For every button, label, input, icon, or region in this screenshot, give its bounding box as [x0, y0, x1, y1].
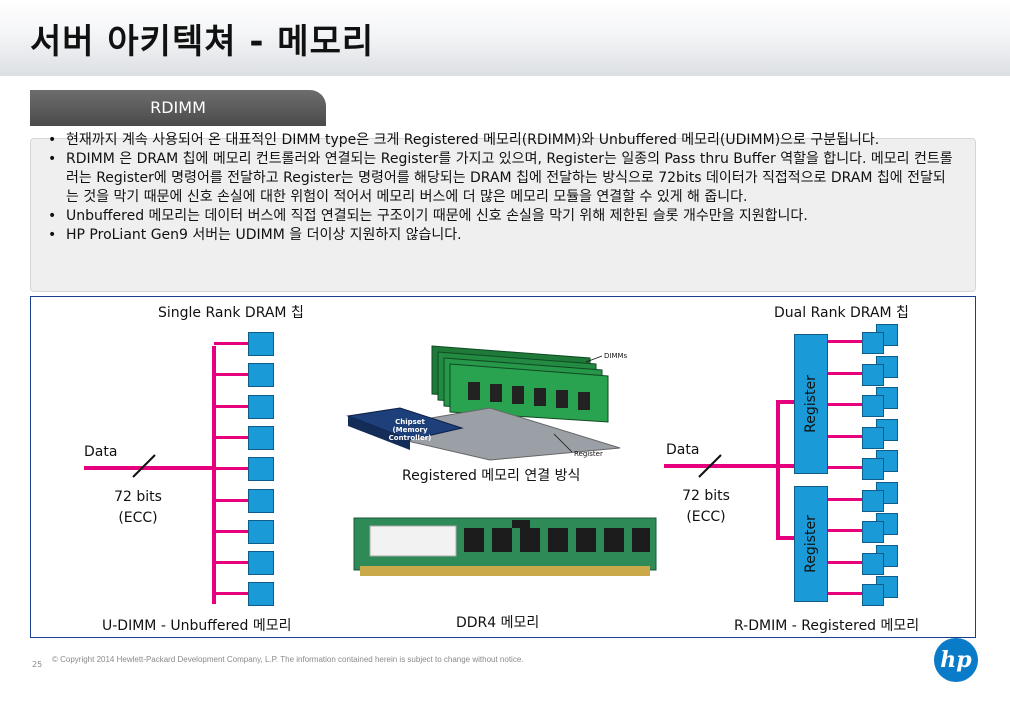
udimm-dram-chip [248, 332, 274, 356]
udimm-data-line [84, 466, 212, 470]
title-bar [0, 0, 1010, 76]
udimm-chip-link [214, 435, 248, 439]
udimm-dram-chip [248, 582, 274, 607]
hp-logo: hp [934, 638, 978, 682]
udimm-dram-chip [248, 457, 274, 482]
section-tab-rdimm: RDIMM [30, 90, 326, 126]
ddr4-caption: DDR4 메모리 [456, 615, 540, 631]
chipset-block [346, 407, 464, 441]
rdimm-dram-chip-rank1 [862, 521, 884, 543]
copyright-notice: © Copyright 2014 Hewlett-Packard Develop… [52, 655, 524, 664]
udimm-chip-link [214, 404, 248, 408]
rdimm-chip-link [828, 340, 862, 343]
page-number: 25 [32, 660, 43, 669]
rdimm-caption: R-DMIM - Registered 메모리 [734, 618, 920, 634]
udimm-dram-chip [248, 488, 274, 513]
rdimm-dram-chip-rank1 [862, 489, 884, 512]
rdimm-split-line [776, 400, 780, 540]
bullet-item: RDIMM 은 DRAM 칩에 메모리 컨트롤러와 연결되는 Register를… [48, 150, 958, 207]
register-block-1: Register [794, 334, 828, 474]
rdimm-data-label: Data [666, 442, 700, 458]
rdimm-chip-link [828, 592, 862, 595]
ddr4-module-photo [353, 517, 657, 576]
rdimm-chip-link [828, 371, 862, 375]
rdimm-dram-chip-rank1 [862, 426, 884, 449]
bullet-list: 현재까지 계속 사용되어 온 대표적인 DIMM type은 크게 Regist… [48, 131, 958, 245]
bullet-item: HP ProLiant Gen9 서버는 UDIMM 을 더이상 지원하지 않습… [48, 226, 958, 245]
rdimm-chip-link [828, 560, 862, 564]
rdimm-split-top [776, 400, 794, 404]
udimm-dram-chip [248, 519, 274, 544]
udimm-dram-chip [248, 425, 274, 450]
udimm-caption: U-DIMM - Unbuffered 메모리 [102, 618, 292, 634]
rdimm-dram-chip-rank1 [862, 458, 884, 480]
bullet-item: 현재까지 계속 사용되어 온 대표적인 DIMM type은 크게 Regist… [48, 131, 958, 150]
rdimm-dram-chip-rank1 [862, 584, 884, 606]
dimms-in-slots-illustration: Chipset (Memory Controller) DIMMs Regist… [346, 345, 628, 461]
udimm-ecc-label: (ECC) [118, 510, 158, 526]
bullet-item: Unbuffered 메모리는 데이터 버스에 직접 연결되는 구조이기 때문에… [48, 207, 958, 226]
rdimm-bus-slash [698, 454, 722, 478]
dimms-label: DIMMs [604, 352, 628, 360]
rdimm-chip-link [828, 497, 862, 501]
rdimm-bits-label: 72 bits [682, 488, 730, 504]
udimm-chip-link [214, 592, 248, 596]
udimm-chip-link [214, 498, 248, 502]
rdimm-chip-link [828, 529, 862, 532]
udimm-chip-link [214, 373, 248, 377]
register-label-2: Register [803, 515, 819, 573]
rdimm-chip-link [828, 434, 862, 438]
udimm-chip-link [214, 467, 248, 471]
udimm-chip-link [214, 342, 248, 345]
rdimm-split-bottom [776, 536, 794, 540]
udimm-dram-chip [248, 551, 274, 576]
udimm-heading: Single Rank DRAM 칩 [158, 305, 304, 321]
chipset-label-2: (Memory [392, 426, 427, 434]
rdimm-ecc-label: (ECC) [686, 509, 726, 525]
slide-title: 서버 아키텍쳐 - 메모리 [30, 22, 375, 62]
udimm-chip-link [214, 529, 248, 533]
register-block-2: Register [794, 486, 828, 602]
chipset-label-1: Chipset [395, 418, 425, 426]
registered-connection-caption: Registered 메모리 연결 방식 [402, 468, 581, 484]
udimm-bits-label: 72 bits [114, 489, 162, 505]
udimm-data-label: Data [84, 444, 118, 460]
chipset-label-3: Controller) [389, 434, 432, 442]
udimm-bus-slash [132, 454, 156, 478]
udimm-bus-line [212, 346, 216, 604]
udimm-chip-link [214, 561, 248, 565]
register-label-1: Register [803, 375, 819, 433]
rdimm-dram-chip-rank1 [862, 395, 884, 417]
udimm-dram-chip [248, 394, 274, 419]
rdimm-chip-link [828, 403, 862, 406]
udimm-dram-chip [248, 363, 274, 388]
register-pointer-label: Register [574, 450, 603, 458]
rdimm-chip-link [828, 466, 862, 469]
rdimm-data-line [664, 464, 794, 468]
dimm-modules [431, 345, 609, 423]
rdimm-dram-chip-rank1 [862, 363, 884, 386]
rdimm-heading: Dual Rank DRAM 칩 [774, 305, 909, 321]
rdimm-dram-chip-rank1 [862, 332, 884, 354]
rdimm-dram-chip-rank1 [862, 552, 884, 575]
